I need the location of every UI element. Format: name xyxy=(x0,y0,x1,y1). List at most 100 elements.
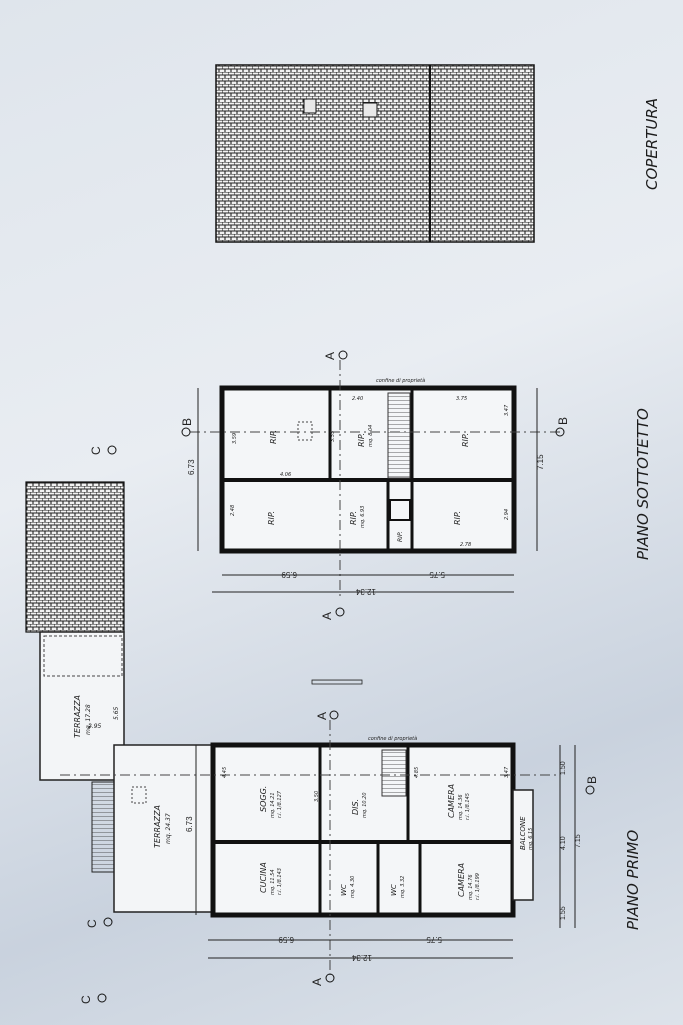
pp-dim-inner: 2.95 xyxy=(88,723,102,730)
pp-room-ratio: r.i. 1/8.127 xyxy=(277,790,283,818)
attic-section-mark-a-top: A xyxy=(323,352,337,360)
pp-dim-left: 6.59 xyxy=(278,935,294,944)
attic-room-area: mq. 6.93 xyxy=(360,506,366,528)
first-floor-plan: TERRAZZA mq. 17.28 TERRAZZA mq. 24.37 SO… xyxy=(25,445,642,1004)
pp-room-ratio: r.i. 1/8.143 xyxy=(277,868,283,895)
attic-dim-height: 6.73 xyxy=(187,459,196,475)
attic-section-arrow xyxy=(338,350,348,360)
pp-property-line: confine di proprietà xyxy=(368,735,417,742)
pp-dim-depth: 7.15 xyxy=(575,834,582,848)
pp-section-arrow xyxy=(103,917,113,927)
attic-room-label: RIP. xyxy=(269,430,278,444)
pp-room-label: WC xyxy=(340,884,348,896)
copertura-title: COPERTURA xyxy=(643,98,661,190)
pp-section-mark-c-mid: C xyxy=(85,919,99,928)
pp-dim-side-b: 4.10 xyxy=(560,836,567,850)
attic-dim-inner: 2.40 xyxy=(352,396,363,402)
pp-section-arrow xyxy=(97,993,107,1003)
pp-room-label: DIS. xyxy=(351,799,360,815)
pp-room-label: TERRAZZA xyxy=(73,695,82,738)
attic-property-line: confine di proprietà xyxy=(376,377,425,384)
roof-skylight-1 xyxy=(303,98,317,114)
attic-section-mark-b-left: B xyxy=(180,418,194,426)
pp-outer-walls xyxy=(210,742,516,918)
pp-room-ratio: r.i. 1/8.145 xyxy=(465,793,471,820)
pp-room-ratio: r.i. 1/8.199 xyxy=(475,873,481,900)
attic-dim-inner: 3.47 xyxy=(504,404,510,416)
pp-section-arrow xyxy=(329,710,339,720)
pp-room-area: mq. 14.36 xyxy=(458,794,464,820)
attic-dim-total: 12.34 xyxy=(355,587,376,596)
scale-bar xyxy=(311,679,363,685)
attic-small-store xyxy=(389,499,411,521)
roof-skylight-2 xyxy=(362,102,378,118)
pp-dim-inner: 4.85 xyxy=(414,767,420,778)
pp-section-arrow xyxy=(325,973,335,983)
pp-room-label: BALCONE xyxy=(519,816,527,850)
attic-outer-walls xyxy=(219,385,517,554)
pp-section-mark-a-top: A xyxy=(315,712,329,720)
piano-primo-title: PIANO PRIMO xyxy=(624,830,642,930)
attic-room-label: RIP. xyxy=(267,511,276,525)
pp-room-area: mq. 24.37 xyxy=(165,813,172,844)
pp-dim-total: 12.34 xyxy=(351,953,372,962)
pp-upper-terrace xyxy=(39,631,125,781)
pp-section-mark-b-right: B xyxy=(585,776,599,784)
pp-dim-side-a: 1.55 xyxy=(560,906,567,920)
pp-room-area: mq. 6.15 xyxy=(528,828,534,850)
attic-dim-inner: 2.48 xyxy=(230,505,236,516)
pp-room-area: mq. 17.28 xyxy=(85,704,92,735)
pp-dim-inner: 4.45 xyxy=(222,767,228,778)
attic-dim-left: 6.59 xyxy=(281,570,297,579)
pp-section-mark-c-bottom: C xyxy=(79,995,93,1004)
pp-section-mark-c-top: C xyxy=(89,446,103,455)
pp-dim-side-c: 1.50 xyxy=(560,761,567,775)
attic-section-mark-a-bottom: A xyxy=(320,612,334,620)
pp-room-area: mq. 3.32 xyxy=(400,876,406,898)
attic-section-mark-b-right: B xyxy=(556,417,570,425)
attic-room-label: RIP. xyxy=(461,433,470,447)
attic-stairs xyxy=(387,392,411,479)
pp-balcony xyxy=(512,789,534,901)
attic-dim-inner: 2.94 xyxy=(504,509,510,520)
pp-room-label: CAMERA xyxy=(457,863,466,897)
attic-dim-inner: 3.59 xyxy=(232,433,238,444)
pp-roof-strip xyxy=(25,481,125,633)
pp-section-arrow xyxy=(107,445,117,455)
pp-internal-stair xyxy=(381,749,407,797)
attic-dim-right: 5.75 xyxy=(429,570,445,579)
pp-lower-terrace xyxy=(113,744,214,913)
pp-terrace-skylight xyxy=(131,786,147,804)
sottotetto-title: PIANO SOTTOTETTO xyxy=(634,408,652,560)
pp-section-mark-a-bottom: A xyxy=(310,978,324,986)
attic-section-arrow xyxy=(335,607,345,617)
attic-room-label: RIP. xyxy=(349,511,358,525)
pp-dim-right: 5.75 xyxy=(426,935,442,944)
attic-dim-inner: 2.78 xyxy=(460,542,471,548)
attic-room-area: mq. 8.04 xyxy=(368,425,374,447)
attic-room-label: RIP. xyxy=(453,511,462,525)
pp-room-label: CUCINA xyxy=(259,862,268,893)
pp-room-area: mq. 11.54 xyxy=(270,869,276,895)
attic-room-label: RIP. xyxy=(357,433,366,447)
pp-room-label: WC xyxy=(390,884,398,896)
attic-dim-inner: 3.75 xyxy=(456,396,467,402)
pp-terrace-grid xyxy=(43,635,123,677)
pp-room-label: CAMERA xyxy=(447,784,456,818)
attic-section-arrow xyxy=(555,427,565,437)
pp-room-label: SOGG. xyxy=(259,786,268,812)
pp-section-arrow xyxy=(585,785,595,795)
pp-room-label: TERRAZZA xyxy=(153,805,162,848)
pp-dim-inner: 3.50 xyxy=(314,791,320,802)
attic-room-label: RIP. xyxy=(397,531,404,542)
attic-section-arrow xyxy=(181,427,191,437)
pp-room-area: mq. 4.30 xyxy=(350,876,356,898)
pp-dim-height: 6.73 xyxy=(185,816,194,832)
pp-room-area: mq. 10.20 xyxy=(362,792,368,818)
pp-dim-inner: 3.47 xyxy=(504,766,510,778)
roof-tiles xyxy=(215,64,535,243)
pp-external-stair xyxy=(91,781,115,873)
attic-dim-depth: 7.15 xyxy=(536,454,545,470)
attic-dim-inner: 3.55 xyxy=(330,431,336,442)
